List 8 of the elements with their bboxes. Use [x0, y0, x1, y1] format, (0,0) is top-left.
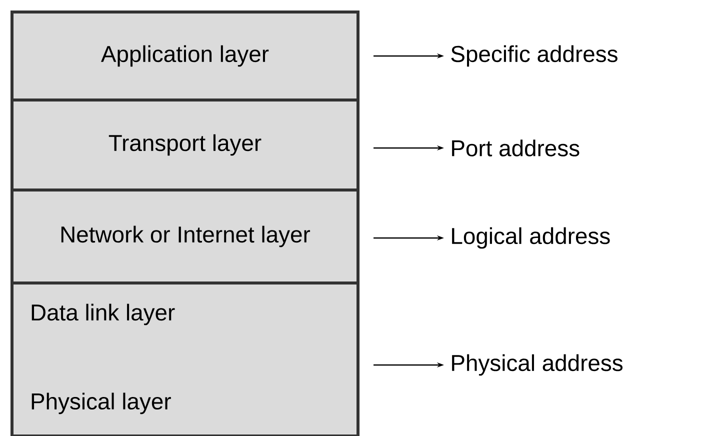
layer-box: Transport layer — [10, 98, 360, 192]
layer-box: Data link layer Physical layer — [10, 281, 360, 436]
layer-box: Application layer — [10, 10, 360, 102]
address-label: Physical address — [452, 354, 623, 376]
layer-box: Network or Internet layer — [10, 188, 360, 284]
address-label: Specific address — [451, 45, 618, 67]
address-label: Logical address — [452, 227, 610, 249]
address-label: Port address — [452, 140, 580, 156]
